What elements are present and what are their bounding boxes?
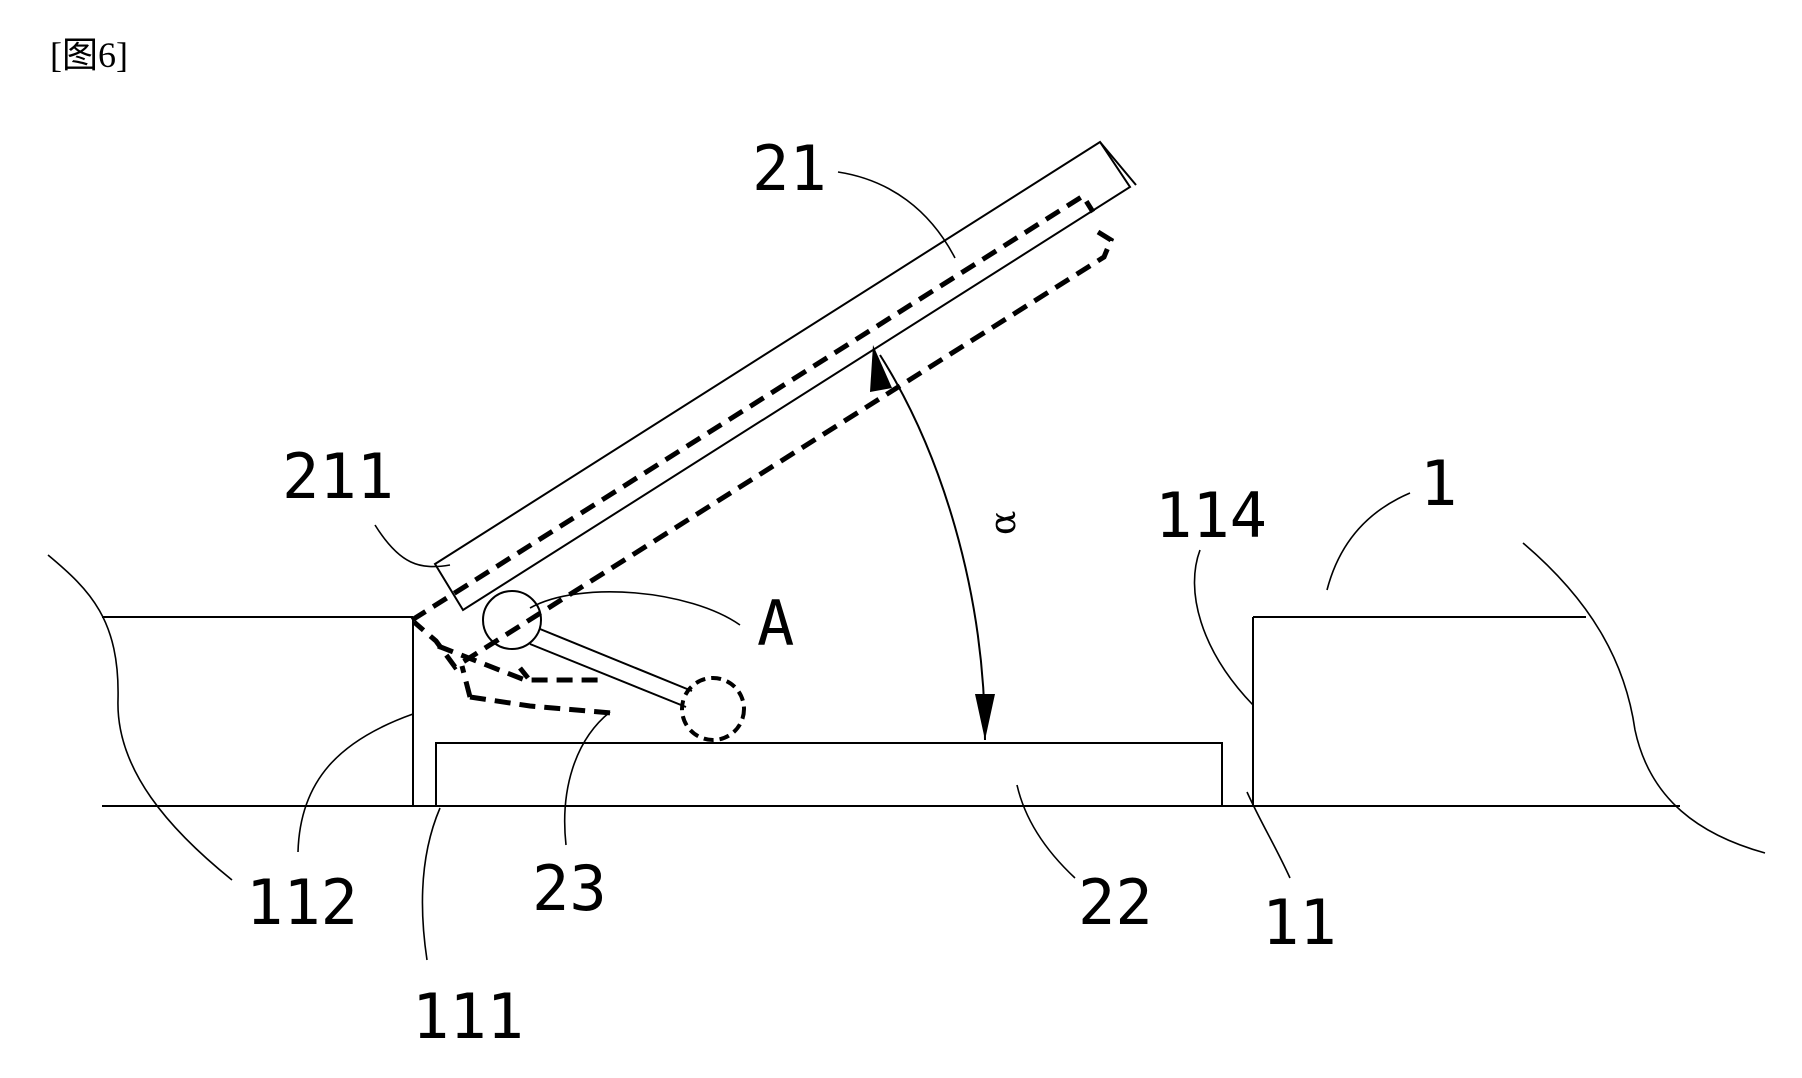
label-a: A: [757, 587, 794, 660]
leader-a: [529, 591, 741, 626]
angle-arrow-top: [870, 345, 892, 392]
figure-caption: [图6]: [50, 35, 128, 75]
leader-22: [1016, 784, 1076, 879]
lower-pivot-dashed: [680, 676, 746, 742]
label-22: 22: [1078, 866, 1153, 939]
label-211: 211: [282, 440, 394, 513]
leader-112: [297, 713, 414, 853]
angle-symbol: α: [983, 511, 1024, 535]
label-1: 1: [1420, 447, 1457, 520]
leader-23: [563, 711, 611, 846]
link-lower: [529, 643, 687, 708]
leader-111: [421, 807, 441, 961]
leader-lines: [297, 171, 1411, 961]
cover-plate-dashed-position: [410, 192, 1115, 716]
label-11: 11: [1262, 886, 1337, 959]
label-21: 21: [752, 132, 827, 205]
leader-211: [374, 524, 451, 568]
reference-labels: 21 211 A 114 1 112 23 22 11 111: [246, 132, 1457, 1053]
label-114: 114: [1155, 479, 1267, 552]
right-break-line: [1522, 542, 1766, 854]
leader-114: [1193, 549, 1254, 706]
linkage: [482, 590, 746, 742]
cover-plate: [433, 140, 1137, 612]
angle-arc: [879, 354, 986, 741]
base-plate-outline: [435, 742, 1223, 806]
housing: [47, 542, 1766, 881]
base-plate: [435, 742, 1223, 806]
dashed-outline-upper: [410, 192, 1096, 623]
angle-indicator: α: [870, 345, 1024, 741]
angle-arrow-bottom: [975, 694, 995, 740]
cover-plate-end: [1099, 141, 1137, 186]
left-break-line: [47, 554, 233, 881]
link-upper: [539, 628, 693, 692]
label-111: 111: [412, 980, 524, 1053]
leader-11: [1246, 791, 1291, 879]
leader-21: [837, 171, 956, 259]
pivot-a-circle: [482, 590, 542, 650]
label-112: 112: [246, 866, 358, 939]
dashed-outline-lower: [412, 229, 1115, 671]
dashed-linkage: [437, 643, 613, 716]
label-23: 23: [532, 852, 607, 925]
leader-1: [1326, 492, 1411, 591]
cover-plate-outline: [433, 140, 1132, 612]
